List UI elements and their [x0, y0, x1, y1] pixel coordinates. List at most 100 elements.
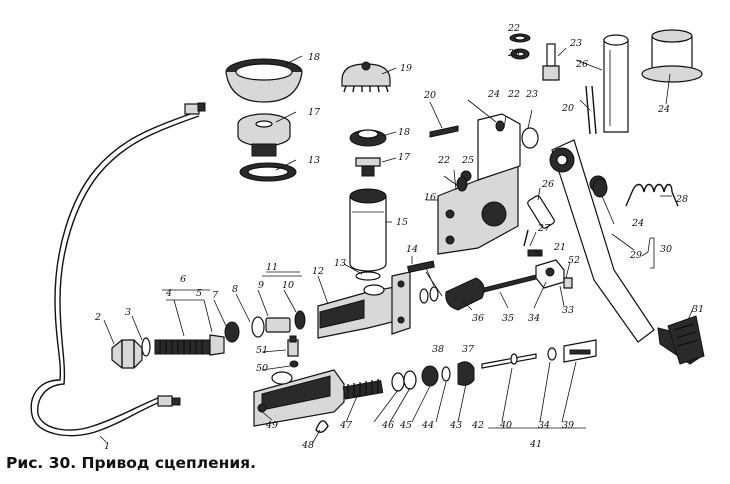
part-labels: 1 2 3 4 5 6 7 8 9 10 11 12 13 13 14 15 1… — [94, 23, 704, 452]
label-35: 35 — [502, 313, 514, 324]
part-31-pedal-pad — [667, 315, 705, 365]
part-4-spring — [154, 339, 211, 355]
label-29: 29 — [629, 250, 642, 261]
label-38: 38 — [432, 344, 444, 355]
label-50: 50 — [256, 363, 268, 374]
label-23a: 23 — [569, 38, 582, 49]
label-22b: 22 — [507, 89, 520, 100]
part-52-pin — [563, 277, 573, 289]
group-brackets — [162, 237, 655, 291]
figure-caption: Рис. 30. Привод сцепления. — [6, 454, 257, 472]
part-24-bushing — [641, 29, 703, 83]
label-5: 5 — [196, 288, 202, 299]
label-36: 36 — [472, 313, 484, 324]
part-7-seal — [224, 321, 240, 343]
label-37: 37 — [462, 344, 475, 355]
label-17a: 17 — [308, 107, 321, 118]
label-34a: 34 — [528, 313, 540, 324]
label-18a: 18 — [308, 52, 320, 63]
label-22a: 22 — [507, 23, 520, 34]
label-52: 52 — [568, 255, 580, 266]
part-16-bracket — [437, 113, 521, 255]
label-31: 31 — [692, 304, 704, 315]
part-10-ring — [294, 310, 306, 330]
part-13-washer-lower — [355, 271, 381, 281]
part-8-cup — [251, 316, 265, 338]
part-47-spring — [342, 379, 384, 400]
label-20b: 20 — [561, 103, 574, 114]
part-3-washer — [141, 337, 151, 357]
label-13a: 13 — [334, 258, 346, 269]
part-51-bleeder — [287, 335, 299, 357]
label-34b: 34 — [538, 420, 550, 431]
label-46: 46 — [381, 420, 394, 431]
part-25-washer-top — [510, 48, 530, 60]
part-46-45-44-43-rings — [391, 365, 451, 392]
part-26-axle — [603, 34, 629, 133]
part-18-cover-large — [225, 58, 303, 103]
part-42-cup — [457, 361, 475, 386]
label-22c: 22 — [437, 155, 450, 166]
label-26a: 26 — [575, 59, 588, 70]
label-14: 14 — [406, 244, 418, 255]
part-5-valve — [209, 334, 225, 356]
label-10: 10 — [282, 280, 294, 291]
label-2: 2 — [94, 312, 101, 323]
label-7: 7 — [212, 290, 219, 301]
part-12-master-cylinder — [317, 271, 411, 339]
label-51: 51 — [256, 345, 268, 356]
part-39-fork — [563, 339, 597, 363]
label-21: 21 — [553, 242, 566, 253]
label-49: 49 — [265, 420, 278, 431]
label-42: 42 — [471, 420, 484, 431]
part-20-pin-left — [429, 125, 459, 138]
part-9-piston — [265, 317, 291, 333]
part-26-roller — [527, 195, 555, 229]
label-11: 11 — [266, 262, 278, 273]
part-28-spring — [625, 183, 679, 207]
leader-lines — [99, 47, 695, 445]
part-1-pipeline — [30, 102, 206, 437]
label-15: 15 — [396, 217, 408, 228]
part-23-bolt — [542, 43, 560, 81]
label-28: 28 — [675, 194, 688, 205]
part-19-filler-cap — [341, 61, 391, 93]
label-40: 40 — [499, 420, 512, 431]
part-18-cover-small — [349, 129, 387, 147]
label-45: 45 — [399, 420, 412, 431]
label-20a: 20 — [423, 90, 436, 101]
label-47: 47 — [339, 420, 353, 431]
label-23b: 23 — [525, 89, 538, 100]
label-12: 12 — [312, 266, 324, 277]
part-34-fork — [535, 259, 565, 289]
label-44: 44 — [421, 420, 434, 431]
label-48: 48 — [301, 440, 314, 451]
label-25b: 25 — [461, 155, 474, 166]
label-24b: 24 — [657, 104, 670, 115]
part-14-stud — [407, 260, 435, 274]
label-17b: 17 — [398, 152, 411, 163]
label-25a: 25 — [507, 48, 520, 59]
part-22-washer-top — [509, 33, 531, 43]
part-35-push-rod — [483, 273, 541, 293]
label-41: 41 — [529, 439, 542, 450]
part-17-cap-large — [237, 113, 291, 157]
label-39: 39 — [562, 420, 574, 431]
part-34-nut — [547, 347, 557, 361]
label-9: 9 — [258, 280, 264, 291]
part-15-reservoir — [349, 188, 387, 272]
label-26b: 26 — [541, 179, 554, 190]
part-36-boot — [445, 277, 485, 311]
label-30: 30 — [660, 244, 672, 255]
part-22-25-bracket-bolts — [456, 120, 539, 192]
part-17-cap-small — [355, 157, 381, 177]
label-3: 3 — [125, 307, 131, 318]
part-20-pin-right — [585, 85, 597, 135]
part-13-gasket — [239, 162, 297, 182]
exploded-view-diagram: 1 2 3 4 5 6 7 8 9 10 11 12 13 13 14 15 1… — [30, 23, 705, 452]
part-40-rod — [481, 353, 537, 369]
part-24-nut — [592, 178, 608, 198]
label-43: 43 — [449, 420, 462, 431]
label-33: 33 — [562, 305, 574, 316]
part-27-split-pin — [523, 229, 529, 247]
